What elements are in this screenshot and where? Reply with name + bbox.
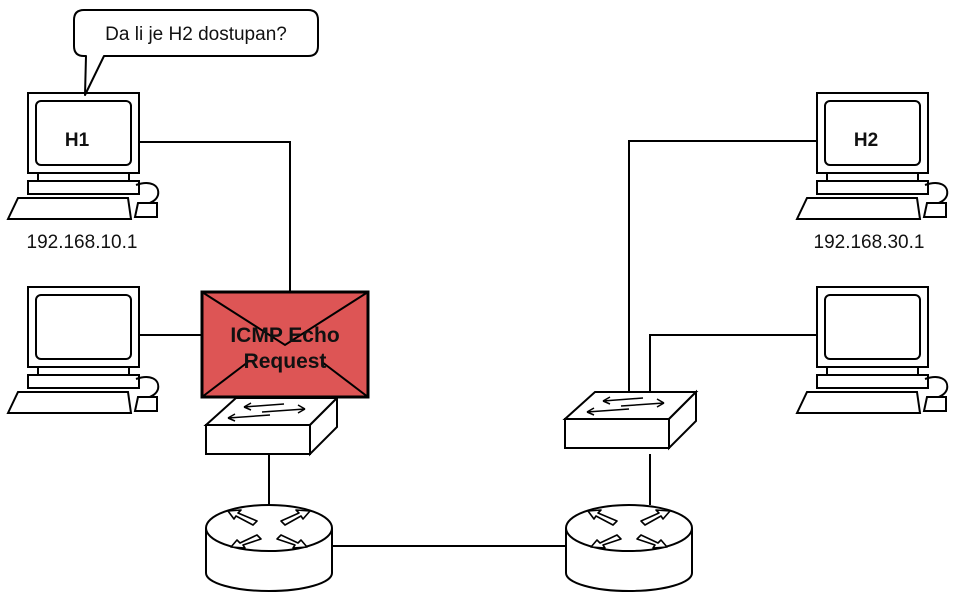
cable-h1-switch1 xyxy=(139,141,291,292)
router-left-icon[interactable] xyxy=(205,504,333,592)
switch-right-icon[interactable] xyxy=(564,391,697,449)
host-h2-label: H2 xyxy=(854,130,878,151)
speech-bubble: Da li je H2 dostupan? xyxy=(73,9,319,96)
host-h1-ip: 192.168.10.1 xyxy=(27,232,138,253)
switch-left-icon[interactable] xyxy=(205,397,338,455)
icmp-packet-line1: ICMP Echo xyxy=(230,324,339,347)
host-h1-label: H1 xyxy=(65,130,90,151)
router-right-icon[interactable] xyxy=(565,504,693,592)
icmp-packet-envelope: ICMP Echo Request xyxy=(200,290,370,399)
host-pc3-computer-icon[interactable] xyxy=(7,286,160,414)
host-pc4-computer-icon[interactable] xyxy=(796,286,949,414)
host-h1-computer-icon[interactable] xyxy=(7,92,160,220)
cable-h2-switch2 xyxy=(628,140,816,392)
speech-bubble-text: Da li je H2 dostupan? xyxy=(105,24,287,45)
cable-pc4-switch2 xyxy=(649,334,816,392)
host-h2-ip: 192.168.30.1 xyxy=(814,232,925,253)
host-h2-computer-icon[interactable] xyxy=(796,92,949,220)
icmp-packet-line2: Request xyxy=(244,350,327,373)
